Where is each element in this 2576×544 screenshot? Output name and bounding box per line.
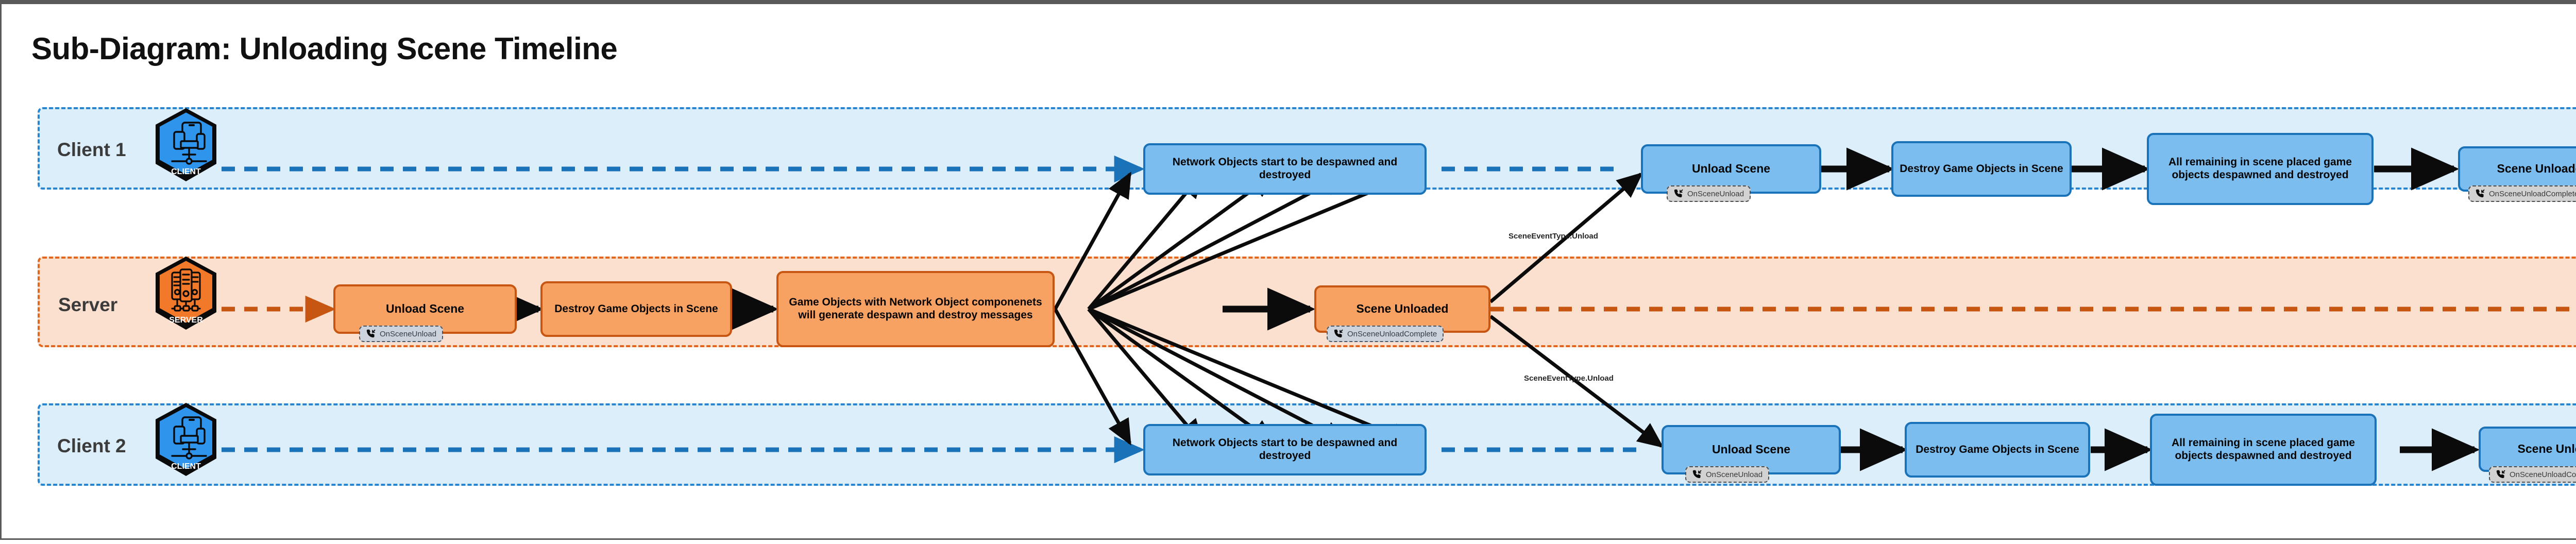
phone-callback-icon [366, 329, 376, 339]
node-label: Scene Unloaded [2497, 162, 2576, 176]
edge-label-scene-event-bottom: SceneEventType.Unload [1524, 374, 1614, 383]
node-label: Destroy Game Objects in Scene [1916, 443, 2079, 455]
client-badge-2: CLIENT [154, 402, 218, 477]
node-c2-unloaded[interactable]: Scene Unloaded [2479, 427, 2576, 472]
node-c1-despawn[interactable]: Network Objects start to be despawned an… [1143, 143, 1427, 195]
phone-callback-icon [2496, 469, 2506, 480]
client-badge-1: CLIENT [154, 107, 218, 182]
callback-label: OnSceneUnloadComplete [1347, 329, 1437, 338]
callback-chip-c1-unloaded: OnSceneUnloadComplete [2468, 185, 2576, 202]
phone-callback-icon [1333, 329, 1344, 339]
node-c2-destroy[interactable]: Destroy Game Objects in Scene [1905, 422, 2090, 478]
node-c1-destroy[interactable]: Destroy Game Objects in Scene [1891, 141, 2072, 197]
node-label: All remaining in scene placed game objec… [2168, 156, 2352, 181]
node-label: Network Objects start to be despawned an… [1172, 437, 1398, 462]
callback-chip-s-unload: OnSceneUnload [359, 326, 444, 342]
node-c1-unloaded[interactable]: Scene Unloaded [2458, 146, 2576, 192]
node-label: Destroy Game Objects in Scene [1900, 162, 2063, 175]
node-s-generate[interactable]: Game Objects with Network Object compone… [776, 271, 1055, 347]
callback-label: OnSceneUnload [1687, 189, 1744, 198]
node-label: Unload Scene [1711, 443, 1791, 456]
callback-chip-c1-unload: OnSceneUnload [1667, 185, 1751, 202]
phone-callback-icon [1673, 189, 1684, 199]
node-label: Unload Scene [1691, 162, 1771, 176]
svg-text:SERVER: SERVER [169, 316, 203, 325]
phone-callback-icon [1692, 469, 1702, 480]
callback-chip-c2-unloaded: OnSceneUnloadComplete [2489, 466, 2576, 483]
svg-text:CLIENT: CLIENT [171, 167, 201, 176]
node-label: Scene Unloaded [2517, 442, 2576, 456]
node-c1-remaining[interactable]: All remaining in scene placed game objec… [2147, 133, 2374, 205]
callback-label: OnSceneUnload [380, 329, 437, 338]
page-title: Sub-Diagram: Unloading Scene Timeline [31, 31, 618, 66]
lane-label-client1: Client 1 [57, 139, 126, 160]
node-label: Destroy Game Objects in Scene [554, 302, 718, 315]
phone-callback-icon [2475, 189, 2485, 199]
callback-label: OnSceneUnloadComplete [2489, 189, 2576, 198]
callback-chip-s-unloaded: OnSceneUnloadComplete [1327, 326, 1444, 342]
server-badge: SERVER [154, 256, 218, 331]
callback-chip-c2-unload: OnSceneUnload [1685, 466, 1770, 483]
lane-label-server: Server [58, 294, 118, 315]
node-c2-remaining[interactable]: All remaining in scene placed game objec… [2150, 414, 2377, 486]
callback-label: OnSceneUnloadComplete [2510, 470, 2576, 479]
edge-label-scene-event-top: SceneEventType.Unload [1509, 232, 1598, 241]
node-label: Scene Unloaded [1356, 302, 1449, 316]
node-label: Unload Scene [385, 302, 465, 316]
lane-label-client2: Client 2 [57, 435, 126, 456]
node-s-destroy[interactable]: Destroy Game Objects in Scene [540, 281, 732, 337]
node-c2-despawn[interactable]: Network Objects start to be despawned an… [1143, 424, 1427, 475]
node-label: All remaining in scene placed game objec… [2172, 437, 2355, 462]
callback-label: OnSceneUnload [1706, 470, 1763, 479]
svg-text:CLIENT: CLIENT [171, 462, 201, 471]
node-label: Network Objects start to be despawned an… [1172, 156, 1398, 181]
node-label: Game Objects with Network Object compone… [789, 296, 1042, 321]
